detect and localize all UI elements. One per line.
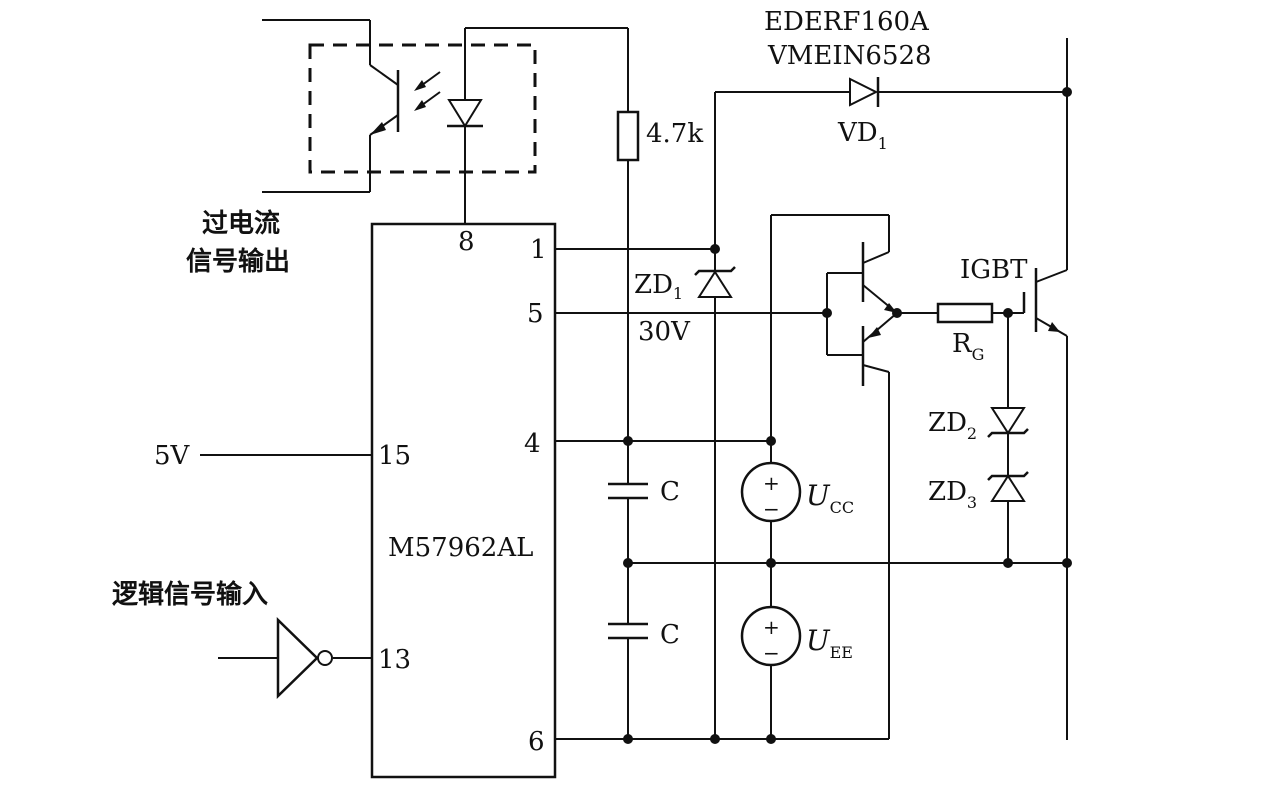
zd1-voltage-label: 30V — [638, 317, 691, 347]
overcurrent-label-line1: 过电流 — [202, 209, 280, 239]
voltage-source-uee — [740, 605, 802, 667]
capacitor-top-label: C — [660, 477, 680, 507]
inverter-gate — [276, 617, 333, 699]
rg-label: RG — [952, 329, 984, 364]
ucc-minus-sign: − — [763, 497, 780, 521]
pin15-label: 15 — [378, 441, 411, 471]
voltage-source-ucc — [740, 461, 802, 523]
resistor-4k7 — [616, 110, 640, 162]
diode-vd1 — [849, 77, 880, 107]
wires — [200, 28, 1068, 740]
pin5-label: 5 — [527, 299, 544, 329]
pin1-label: 1 — [530, 235, 547, 265]
pin8-label: 8 — [458, 227, 475, 257]
zener-zd1 — [694, 266, 736, 298]
zd1-label: ZD1 — [634, 270, 683, 303]
ic-m57962al — [370, 222, 557, 779]
optocoupler — [262, 19, 628, 224]
diode-part-label-1: EDERF160A — [764, 7, 930, 37]
transistor-pnp — [861, 312, 898, 386]
pin4-label: 4 — [524, 429, 541, 459]
zd2-label: ZD2 — [928, 408, 977, 443]
junction-dots — [623, 87, 1072, 744]
logic-input-label: 逻辑信号输入 — [112, 579, 268, 610]
capacitor-bottom-label: C — [660, 620, 680, 650]
igbt — [1022, 268, 1068, 337]
zd3-label: ZD3 — [928, 477, 977, 512]
zener-zd3 — [987, 471, 1029, 502]
uee-plus-sign: + — [763, 615, 780, 639]
ucc-plus-sign: + — [763, 471, 780, 495]
diode-part-label-2: VMEIN6528 — [767, 41, 932, 71]
ic-name-label: M57962AL — [388, 533, 533, 563]
vd1-label: VD1 — [837, 118, 888, 153]
pin6-label: 6 — [528, 727, 545, 757]
capacitor-top — [608, 482, 648, 500]
overcurrent-label-line2: 信号输出 — [186, 246, 290, 277]
ucc-label: UCC — [806, 479, 854, 517]
uee-label: UEE — [806, 624, 853, 662]
supply-5v-label: 5V — [154, 441, 191, 471]
transistor-npn — [861, 242, 898, 314]
igbt-label: IGBT — [960, 255, 1028, 285]
resistor-value-label: 4.7k — [646, 119, 703, 149]
pin13-label: 13 — [378, 645, 411, 675]
uee-minus-sign: − — [763, 641, 780, 665]
resistor-rg — [936, 302, 994, 324]
capacitor-bottom — [608, 622, 648, 640]
zener-zd2 — [987, 407, 1029, 438]
